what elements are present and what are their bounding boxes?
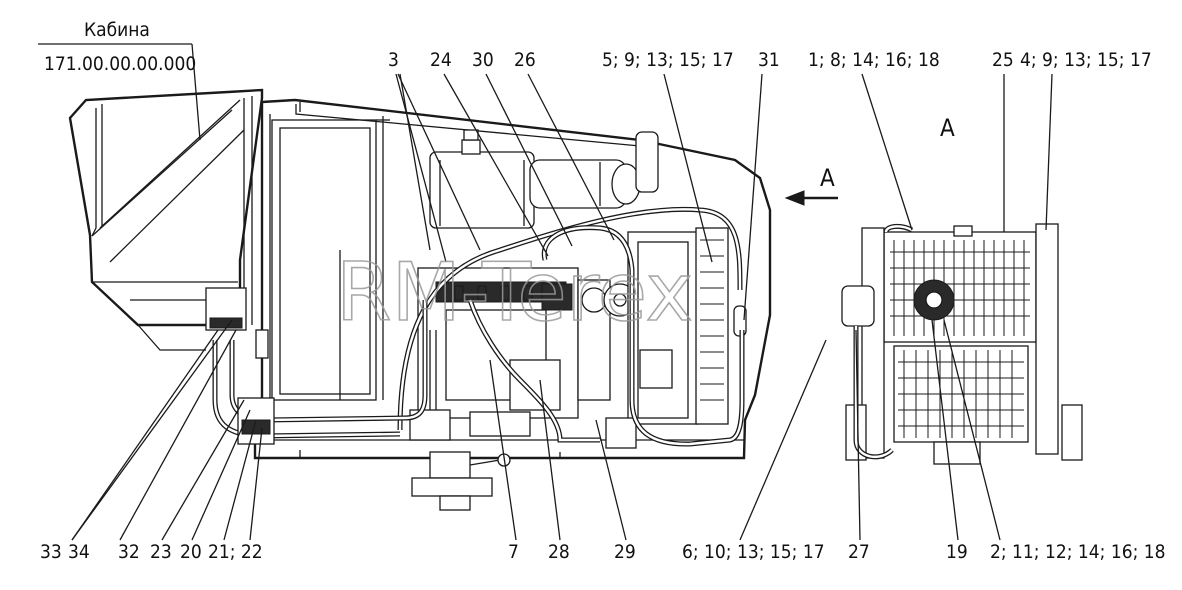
callout-7: 7 [508, 541, 519, 563]
callout-27: 27 [848, 541, 870, 563]
engine-block [409, 267, 637, 441]
watermark-text: RM-Terex [336, 246, 693, 339]
callout-24: 24 [430, 49, 452, 71]
lower-core-grid [898, 350, 1024, 438]
callout-20: 20 [180, 541, 202, 563]
callout-2-11-12-14-16-18: 2; 11; 12; 14; 16; 18 [990, 541, 1166, 563]
callout-4-9-13-15-17: 4; 9; 13; 15; 17 [1020, 49, 1152, 71]
callout-5-9-13-15-17: 5; 9; 13; 15; 17 [602, 49, 734, 71]
callout-32: 32 [118, 541, 140, 563]
callout-34: 34 [68, 541, 90, 563]
callout-21-22: 21; 22 [208, 541, 263, 563]
leader-lines [71, 73, 1053, 541]
callout-1-8-14-16-18: 1; 8; 14; 16; 18 [808, 49, 940, 71]
view-direction-arrow [784, 190, 838, 206]
callout-25: 25 [992, 49, 1014, 71]
callout-26: 26 [514, 49, 536, 71]
callout-23: 23 [150, 541, 172, 563]
view-a-front [841, 223, 1083, 465]
cab-code: 171.00.00.00.000 [44, 53, 196, 75]
callout-30: 30 [472, 49, 494, 71]
callout-29: 29 [614, 541, 636, 563]
air-filter [429, 129, 659, 229]
callout-19: 19 [946, 541, 968, 563]
radiator-core-grid [890, 240, 1030, 336]
cab-label-leader [38, 43, 201, 141]
callout-28: 28 [548, 541, 570, 563]
callout-33: 33 [40, 541, 62, 563]
cab-title: Кабина [84, 19, 150, 41]
radiator-side [605, 227, 747, 449]
callout-3: 3 [388, 49, 399, 71]
lower-hitch [411, 451, 511, 511]
callout-6-10-13-15-17: 6; 10; 13; 15; 17 [682, 541, 825, 563]
arrow-a-label: A [820, 164, 835, 192]
view-a-label: A [940, 114, 955, 142]
callout-31: 31 [758, 49, 780, 71]
cab-outline [68, 88, 264, 351]
hydraulic-block [205, 287, 275, 445]
